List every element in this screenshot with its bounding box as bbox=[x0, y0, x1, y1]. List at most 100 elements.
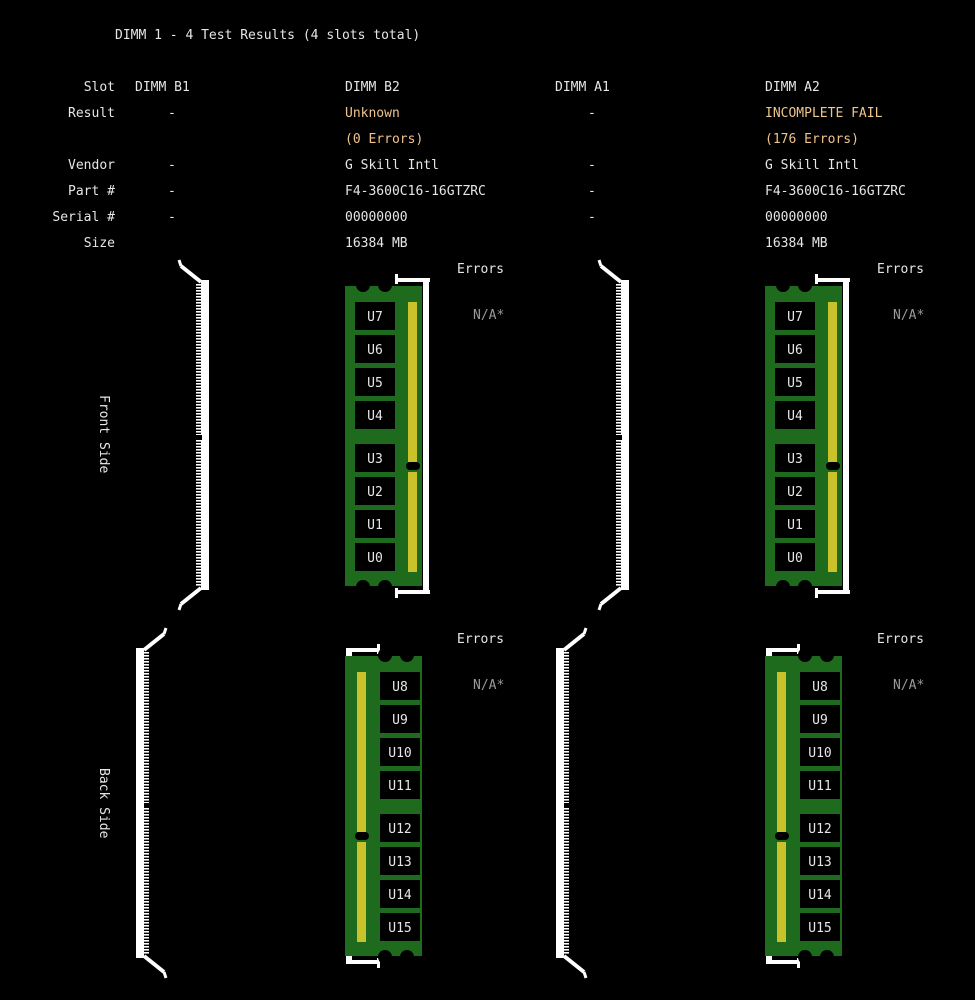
slot-tooth bbox=[144, 808, 149, 810]
slot-tooth bbox=[144, 823, 149, 825]
slot-tooth bbox=[144, 733, 149, 735]
slot-tooth bbox=[564, 814, 569, 816]
slot-tooth bbox=[616, 569, 621, 571]
slot-tooth bbox=[564, 892, 569, 894]
slot-name-a1: DIMM A1 bbox=[555, 80, 610, 95]
slot-tooth bbox=[564, 934, 569, 936]
slot-tooth bbox=[196, 371, 201, 373]
slot-latch bbox=[597, 259, 603, 267]
memory-chip bbox=[800, 738, 840, 766]
slot-tooth bbox=[616, 428, 621, 430]
slot-tooth bbox=[144, 760, 149, 762]
slot-tooth bbox=[196, 494, 201, 496]
slot-tooth bbox=[616, 464, 621, 466]
slot-tooth bbox=[196, 347, 201, 349]
slot-tooth bbox=[564, 718, 569, 720]
slot-tooth bbox=[144, 718, 149, 720]
pcb-notch bbox=[400, 648, 414, 662]
slot-tooth bbox=[144, 712, 149, 714]
slot-tooth bbox=[616, 401, 621, 403]
slot-tooth bbox=[564, 811, 569, 813]
slot-tooth bbox=[144, 862, 149, 864]
slot-notch bbox=[196, 435, 202, 440]
slot-tooth bbox=[196, 563, 201, 565]
slot-tooth bbox=[144, 874, 149, 876]
slot-tooth bbox=[564, 685, 569, 687]
memory-chip bbox=[775, 477, 815, 505]
slot-tooth bbox=[144, 877, 149, 879]
slot-tooth bbox=[144, 925, 149, 927]
chip-label: U0 bbox=[367, 551, 383, 566]
slot-tooth bbox=[144, 940, 149, 942]
slot-tooth bbox=[144, 748, 149, 750]
slot-tooth bbox=[564, 754, 569, 756]
chip-label: U7 bbox=[787, 310, 803, 325]
chip-label: U6 bbox=[787, 343, 803, 358]
slot-result-b1: - bbox=[168, 106, 176, 121]
slot-latch bbox=[179, 586, 203, 606]
slot-result-a1: - bbox=[588, 106, 596, 121]
slot-tooth bbox=[564, 760, 569, 762]
slot-tooth bbox=[144, 814, 149, 816]
pcb-notch bbox=[378, 950, 392, 964]
slot-tooth bbox=[144, 778, 149, 780]
slot-tooth bbox=[144, 757, 149, 759]
slot-tooth bbox=[144, 661, 149, 663]
chip-label: U5 bbox=[367, 376, 383, 391]
slot-tooth bbox=[144, 787, 149, 789]
slot-tooth bbox=[616, 314, 621, 316]
slot-tooth bbox=[196, 521, 201, 523]
slot-tooth bbox=[616, 284, 621, 286]
slot-tooth bbox=[616, 470, 621, 472]
slot-tooth bbox=[144, 856, 149, 858]
slot-tooth bbox=[616, 404, 621, 406]
slot-tooth bbox=[616, 419, 621, 421]
slot-tooth bbox=[564, 781, 569, 783]
slot-tooth bbox=[196, 551, 201, 553]
slot-tooth bbox=[196, 341, 201, 343]
memory-chip bbox=[775, 444, 815, 472]
slot-size-a2: 16384 MB bbox=[765, 236, 828, 251]
slot-tooth bbox=[196, 488, 201, 490]
slot-tooth bbox=[564, 919, 569, 921]
slot-tooth bbox=[196, 566, 201, 568]
slot-latch bbox=[177, 259, 183, 267]
slot-tooth bbox=[144, 871, 149, 873]
slot-tooth bbox=[564, 715, 569, 717]
slot-latch bbox=[582, 971, 588, 979]
chip-label: U8 bbox=[812, 680, 828, 695]
dimm-contacts bbox=[828, 302, 837, 462]
slot-latch bbox=[162, 627, 168, 635]
slot-tooth bbox=[196, 578, 201, 580]
pcb-notch bbox=[798, 580, 812, 594]
slot-tooth bbox=[564, 733, 569, 735]
slot-tooth bbox=[616, 527, 621, 529]
slot-latch bbox=[582, 627, 588, 635]
slot-tooth bbox=[144, 727, 149, 729]
slot-latch bbox=[142, 632, 166, 652]
pcb-notch bbox=[776, 278, 790, 292]
slot-tooth bbox=[564, 928, 569, 930]
slot-latch bbox=[599, 586, 623, 606]
slot-tooth bbox=[564, 688, 569, 690]
chip-label: U10 bbox=[388, 746, 411, 761]
memory-chip bbox=[355, 444, 395, 472]
memory-chip bbox=[800, 705, 840, 733]
slot-tooth bbox=[564, 916, 569, 918]
slot-tooth bbox=[196, 359, 201, 361]
slot-tooth bbox=[196, 512, 201, 514]
slot-tooth bbox=[616, 563, 621, 565]
slot-tooth bbox=[564, 922, 569, 924]
slot-tooth bbox=[196, 461, 201, 463]
errors-value-a2-front: N/A* bbox=[893, 308, 925, 323]
slot-tooth bbox=[144, 655, 149, 657]
row-label-serial: Serial # bbox=[52, 210, 115, 225]
dimm-key-notch bbox=[406, 462, 420, 470]
slot-name-b1: DIMM B1 bbox=[135, 80, 190, 95]
slot-bar bbox=[136, 648, 144, 958]
chip-label: U14 bbox=[808, 888, 832, 903]
dimm-contacts bbox=[357, 842, 366, 942]
slot-latch bbox=[395, 274, 398, 284]
pcb-notch bbox=[378, 580, 392, 594]
memory-chip bbox=[355, 543, 395, 571]
